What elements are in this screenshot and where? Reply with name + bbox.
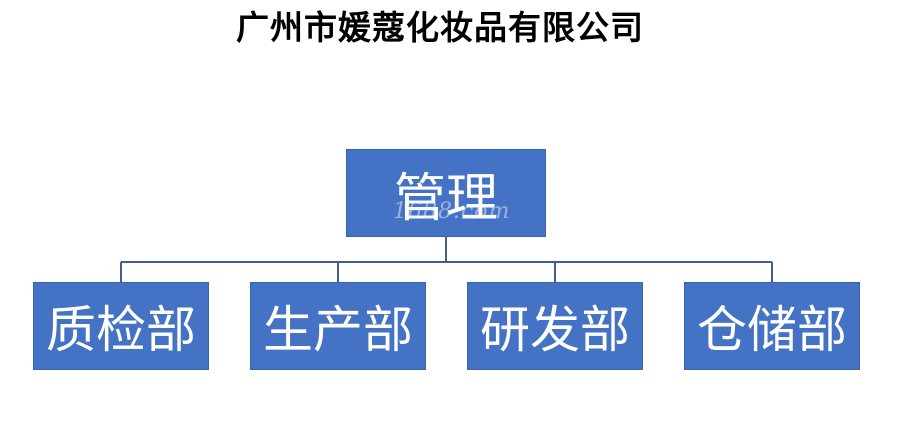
node-warehouse-label: 仓储部	[697, 301, 847, 359]
node-production-label: 生产部	[263, 301, 413, 359]
node-management-label: 管理	[393, 168, 498, 229]
company-title: 广州市媛蔻化妆品有限公司	[236, 8, 644, 47]
node-research-development-label: 研发部	[480, 301, 630, 359]
node-research-development: 研发部	[467, 282, 643, 370]
node-warehouse: 仓储部	[684, 282, 860, 370]
node-management: 管理	[346, 149, 546, 237]
node-production: 生产部	[250, 282, 426, 370]
node-quality-control: 质检部	[33, 282, 209, 370]
node-quality-control-label: 质检部	[46, 301, 196, 359]
